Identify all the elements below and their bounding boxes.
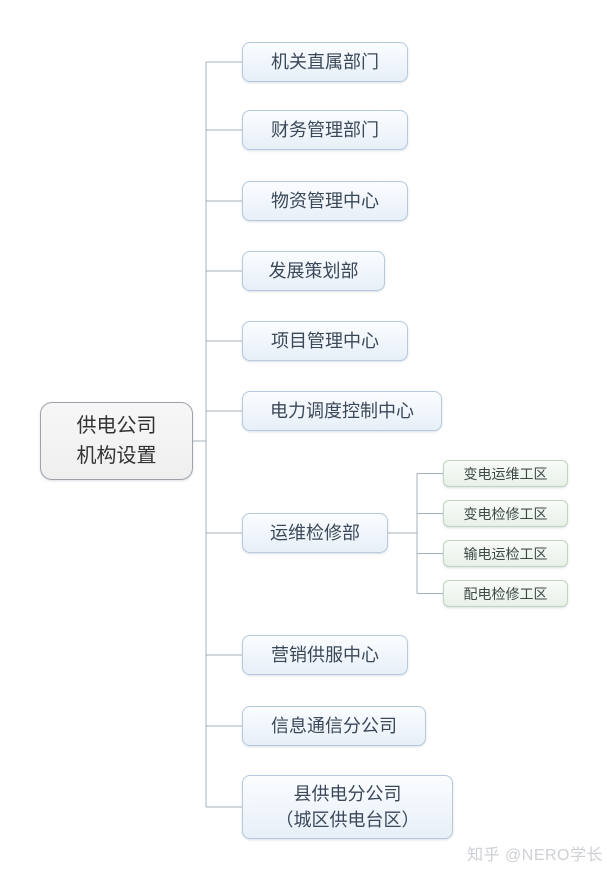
subnode-transmission-inspection-area: 输电运检工区	[443, 540, 568, 567]
node-project-management-center: 项目管理中心	[242, 321, 408, 361]
node-operation-maintenance-department: 运维检修部	[242, 513, 388, 553]
node-finance-management-department: 财务管理部门	[242, 110, 408, 150]
node-material-management-center: 物资管理中心	[242, 181, 408, 221]
node-organ-direct-departments: 机关直属部门	[242, 42, 408, 82]
subnode-distribution-maintenance-area: 配电检修工区	[443, 580, 568, 607]
node-development-planning-department: 发展策划部	[242, 251, 385, 291]
subnode-substation-maintenance-area: 变电检修工区	[443, 500, 568, 527]
node-power-dispatch-control-center: 电力调度控制中心	[242, 391, 442, 431]
root-node-company-structure: 供电公司 机构设置	[40, 402, 193, 480]
connector-path	[193, 61, 443, 808]
subnode-substation-operation-area: 变电运维工区	[443, 460, 568, 487]
node-marketing-supply-service-center: 营销供服中心	[242, 635, 408, 675]
zhihu-watermark: 知乎 @NERO学长	[467, 847, 603, 864]
node-county-power-supply-branch: 县供电分公司 （城区供电台区）	[242, 775, 453, 839]
node-information-communication-branch: 信息通信分公司	[242, 706, 426, 746]
